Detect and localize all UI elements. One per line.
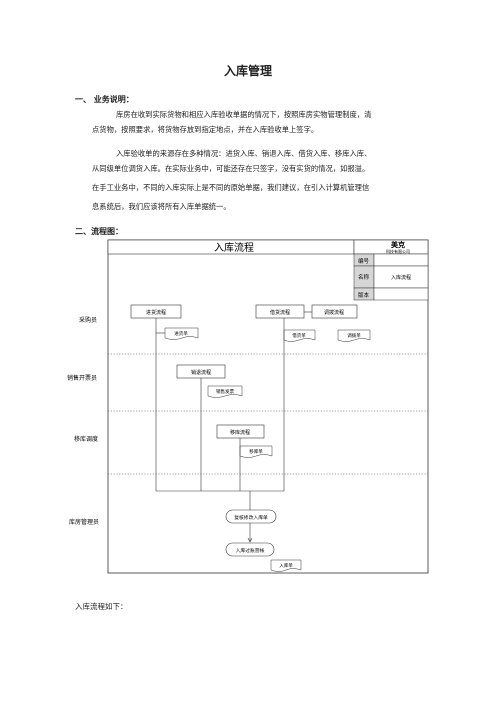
footer-text: 入库流程如下：: [75, 602, 128, 611]
process-stock-in-label: 入库过账营帐: [236, 547, 265, 554]
info-value-cell-0: [373, 253, 429, 267]
logo-main: 美克: [391, 240, 405, 249]
doc-transfer: [337, 329, 371, 342]
paragraph-1-cont: 点货物，按照要求，将货物存放到指定地点，并在入库验收单上签字。: [92, 122, 432, 137]
lane-label-move: 移库调度: [74, 435, 98, 443]
paragraph-2: 入库验收单的来源存在多种情况：进货入库、销退入库、借货入库、移库入库、: [116, 146, 436, 161]
doc-purchase-label: 进货单: [174, 330, 188, 337]
process-purchase-label: 进货流程: [146, 309, 166, 316]
paragraph-1: 库房在收到实际货物和相应入库验收单据的情况下，按照库房实物管理制度，清: [116, 107, 436, 122]
paragraph-2-line-3: 在手工业务中，不同的入库实际上是不同的原始单据，我们建议，在引入计算机管理信: [92, 183, 370, 192]
doc-borrow: [283, 329, 316, 342]
paragraph-2-line-4: 息系统后，我们应该将所有入库单据统一。: [92, 202, 231, 211]
info-block: 美克 科技有限公司 编号 名称 入库流程 版本: [353, 239, 429, 301]
process-review: [225, 509, 277, 524]
doc-transfer-label: 调拨单: [347, 332, 361, 339]
process-sales-return-label: 销退流程: [191, 369, 211, 376]
lane-label-sales: 销售开票员: [67, 374, 97, 382]
doc-purchase: [164, 327, 199, 340]
process-transfer: [311, 304, 358, 319]
section-heading-flowchart: 二、流程图：: [75, 227, 123, 236]
flow-connectors: [155, 311, 312, 543]
paragraph-1-line-1: 库房在收到实际货物和相应入库验收单据的情况下，按照库房实物管理制度，清: [116, 110, 372, 119]
doc-sales-invoice-label: 销售发票: [216, 388, 234, 395]
flow-title: 入库流程: [214, 241, 254, 254]
paragraph-2-line-2: 从同级单位调货入库。在实际业务中，可能还存在只签字，没有实货的情况，如报溢。: [92, 164, 370, 173]
process-review-label: 复核修改入库单: [234, 514, 268, 521]
doc-sales-invoice: [207, 385, 243, 398]
lane-label-purchaser: 采购员: [79, 316, 97, 324]
paragraph-2-cont: 从同级单位调货入库。在实际业务中，可能还存在只签字，没有实货的情况，如报溢。 在…: [92, 161, 442, 214]
doc-borrow-label: 借货单: [292, 332, 306, 339]
doc-stock-in: [270, 559, 302, 572]
info-value-name: 入库流程: [391, 274, 411, 281]
process-borrow: [255, 304, 305, 319]
doc-move: [239, 445, 273, 458]
info-label-number: 编号: [358, 257, 370, 265]
process-move: [216, 424, 265, 439]
doc-move-label: 移库单: [249, 448, 263, 455]
process-transfer-label: 调拨流程: [324, 309, 344, 316]
doc-stock-in-label: 入库单: [279, 562, 293, 569]
section-heading-business: 一、 业务说明：: [75, 95, 134, 104]
process-move-label: 移库流程: [230, 429, 250, 436]
info-label-version: 版本: [358, 291, 370, 299]
lane-label-warehouse: 库房管理员: [69, 518, 99, 526]
process-borrow-label: 借货流程: [270, 309, 290, 316]
paragraph-1-line-2: 点货物，按照要求，将货物存放到指定地点，并在入库验收单上签字。: [92, 125, 319, 134]
info-label-name: 名称: [358, 273, 370, 281]
paragraph-2-line-1: 入库验收单的来源存在多种情况：进货入库、销退入库、借货入库、移库入库、: [116, 149, 372, 158]
info-value-cell-2: [373, 287, 429, 301]
process-stock-in: [225, 542, 275, 557]
logo-sub: 科技有限公司: [386, 248, 410, 254]
page-title: 入库管理: [223, 64, 272, 78]
